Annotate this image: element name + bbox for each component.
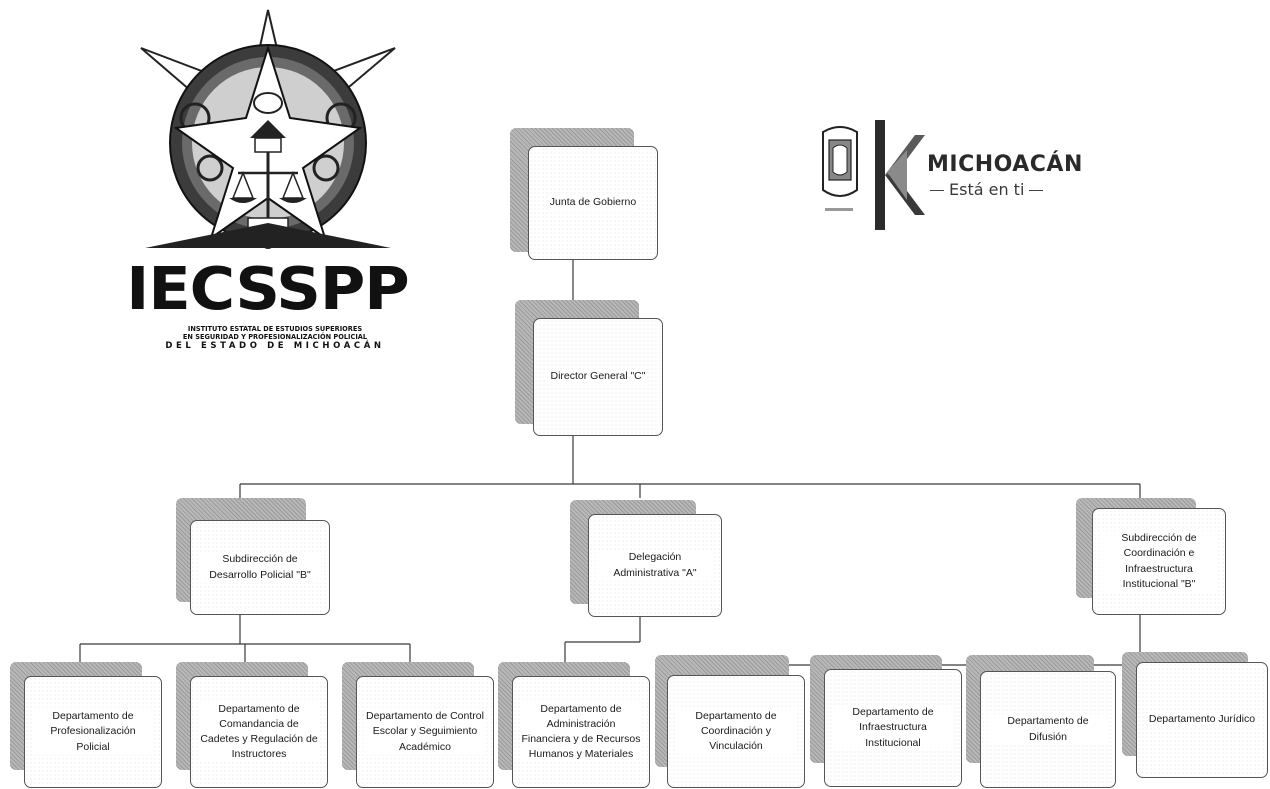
iecsspp-name-line-3: DEL ESTADO DE MICHOACÁN [165, 341, 385, 351]
node-card: Director General "C" [533, 318, 663, 436]
node-card: Departamento de Infraestructura Instituc… [824, 669, 962, 787]
org-node-dept-comandancia: Departamento de Comandancia de Cadetes y… [176, 662, 328, 788]
org-node-subdireccion-coordinacion-infraestructura: Subdirección de Coordinación e Infraestr… [1076, 498, 1226, 615]
org-node-director-general: Director General "C" [515, 300, 665, 437]
org-node-junta-de-gobierno: Junta de Gobierno [510, 128, 660, 260]
org-node-dept-control-escolar: Departamento de Control Escolar y Seguim… [342, 662, 494, 788]
iecsspp-acronym: IECSSPP [126, 253, 409, 324]
node-card: Departamento Jurídico [1136, 662, 1268, 778]
node-label: Departamento de Coordinación y Vinculaci… [676, 708, 796, 755]
node-card: Departamento de Administración Financier… [512, 676, 650, 788]
iecsspp-name-line-2: EN SEGURIDAD Y PROFESIONALIZACIÓN POLICI… [182, 333, 368, 341]
node-label: Departamento de Comandancia de Cadetes y… [199, 701, 319, 763]
org-node-subdireccion-desarrollo-policial: Subdirección de Desarrollo Policial "B" [176, 498, 331, 615]
node-label: Subdirección de Desarrollo Policial "B" [199, 552, 321, 583]
org-node-dept-infraestructura: Departamento de Infraestructura Instituc… [810, 655, 962, 788]
org-node-dept-profesionalizacion: Departamento de Profesionalización Polic… [10, 662, 162, 788]
iecsspp-logo: IECSSPP INSTITUTO ESTATAL DE ESTUDIOS SU… [125, 8, 410, 351]
node-label: Departamento de Difusión [989, 714, 1107, 745]
node-label: Departamento de Control Escolar y Seguim… [365, 709, 485, 755]
michoacan-tagline: Está en ti [925, 180, 1048, 199]
node-card: Departamento de Control Escolar y Seguim… [356, 676, 494, 788]
org-node-dept-difusion: Departamento de Difusión [966, 655, 1116, 788]
node-label: Director General "C" [550, 369, 646, 385]
node-card: Delegación Administrativa "A" [588, 514, 722, 617]
node-label: Delegación Administrativa "A" [597, 550, 713, 581]
org-node-dept-administracion: Departamento de Administración Financier… [498, 662, 650, 788]
node-card: Departamento de Difusión [980, 671, 1116, 788]
michoacan-logo: MICHOACÁN Está en ti [815, 120, 1095, 230]
node-card: Junta de Gobierno [528, 146, 658, 260]
michoacan-coat-of-arms-icon [822, 120, 925, 230]
node-label: Departamento de Administración Financier… [521, 701, 641, 763]
node-label: Departamento de Profesionalización Polic… [33, 709, 153, 755]
node-label: Junta de Gobierno [549, 195, 637, 211]
node-label: Subdirección de Coordinación e Infraestr… [1101, 531, 1217, 592]
node-label: Departamento de Infraestructura Instituc… [833, 705, 953, 751]
iecsspp-emblem-icon [140, 9, 396, 249]
node-label: Departamento Jurídico [1148, 712, 1256, 728]
org-node-dept-coordinacion-vinculacion: Departamento de Coordinación y Vinculaci… [655, 655, 805, 788]
node-card: Departamento de Profesionalización Polic… [24, 676, 162, 788]
michoacan-name: MICHOACÁN [927, 152, 1083, 177]
iecsspp-name-line-1: INSTITUTO ESTATAL DE ESTUDIOS SUPERIORES [187, 325, 363, 333]
node-card: Departamento de Comandancia de Cadetes y… [190, 676, 328, 788]
node-card: Departamento de Coordinación y Vinculaci… [667, 675, 805, 788]
org-node-dept-juridico: Departamento Jurídico [1122, 652, 1268, 782]
node-card: Subdirección de Coordinación e Infraestr… [1092, 508, 1226, 615]
node-card: Subdirección de Desarrollo Policial "B" [190, 520, 330, 615]
org-node-delegacion-administrativa: Delegación Administrativa "A" [570, 500, 722, 617]
